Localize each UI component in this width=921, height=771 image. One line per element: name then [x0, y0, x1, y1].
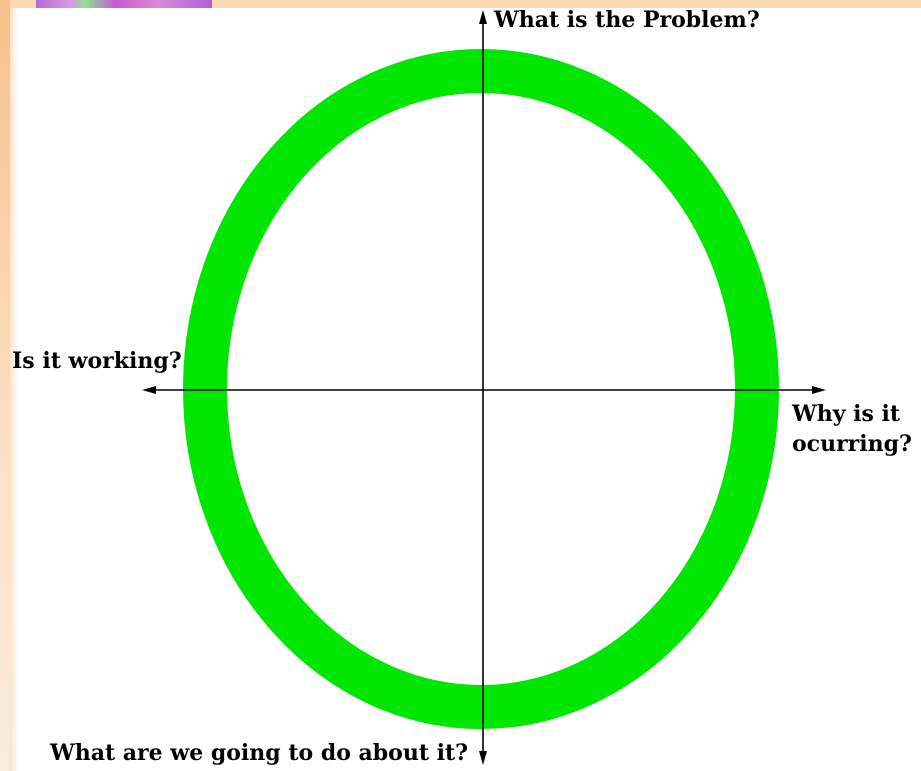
cycle-ring	[205, 71, 757, 707]
label-what-is-the-problem: What is the Problem?	[494, 5, 760, 35]
label-why-is-it-ocurring: Why is it ocurring?	[792, 399, 920, 459]
horizontal-axis-right-arrowhead	[812, 386, 826, 394]
vertical-axis-down-arrowhead	[479, 751, 487, 765]
horizontal-axis-left-arrowhead	[142, 386, 156, 394]
label-is-it-working: Is it working?	[12, 346, 182, 376]
label-what-are-we-going-to-do: What are we going to do about it?	[50, 738, 468, 768]
vertical-axis-up-arrowhead	[479, 10, 487, 24]
